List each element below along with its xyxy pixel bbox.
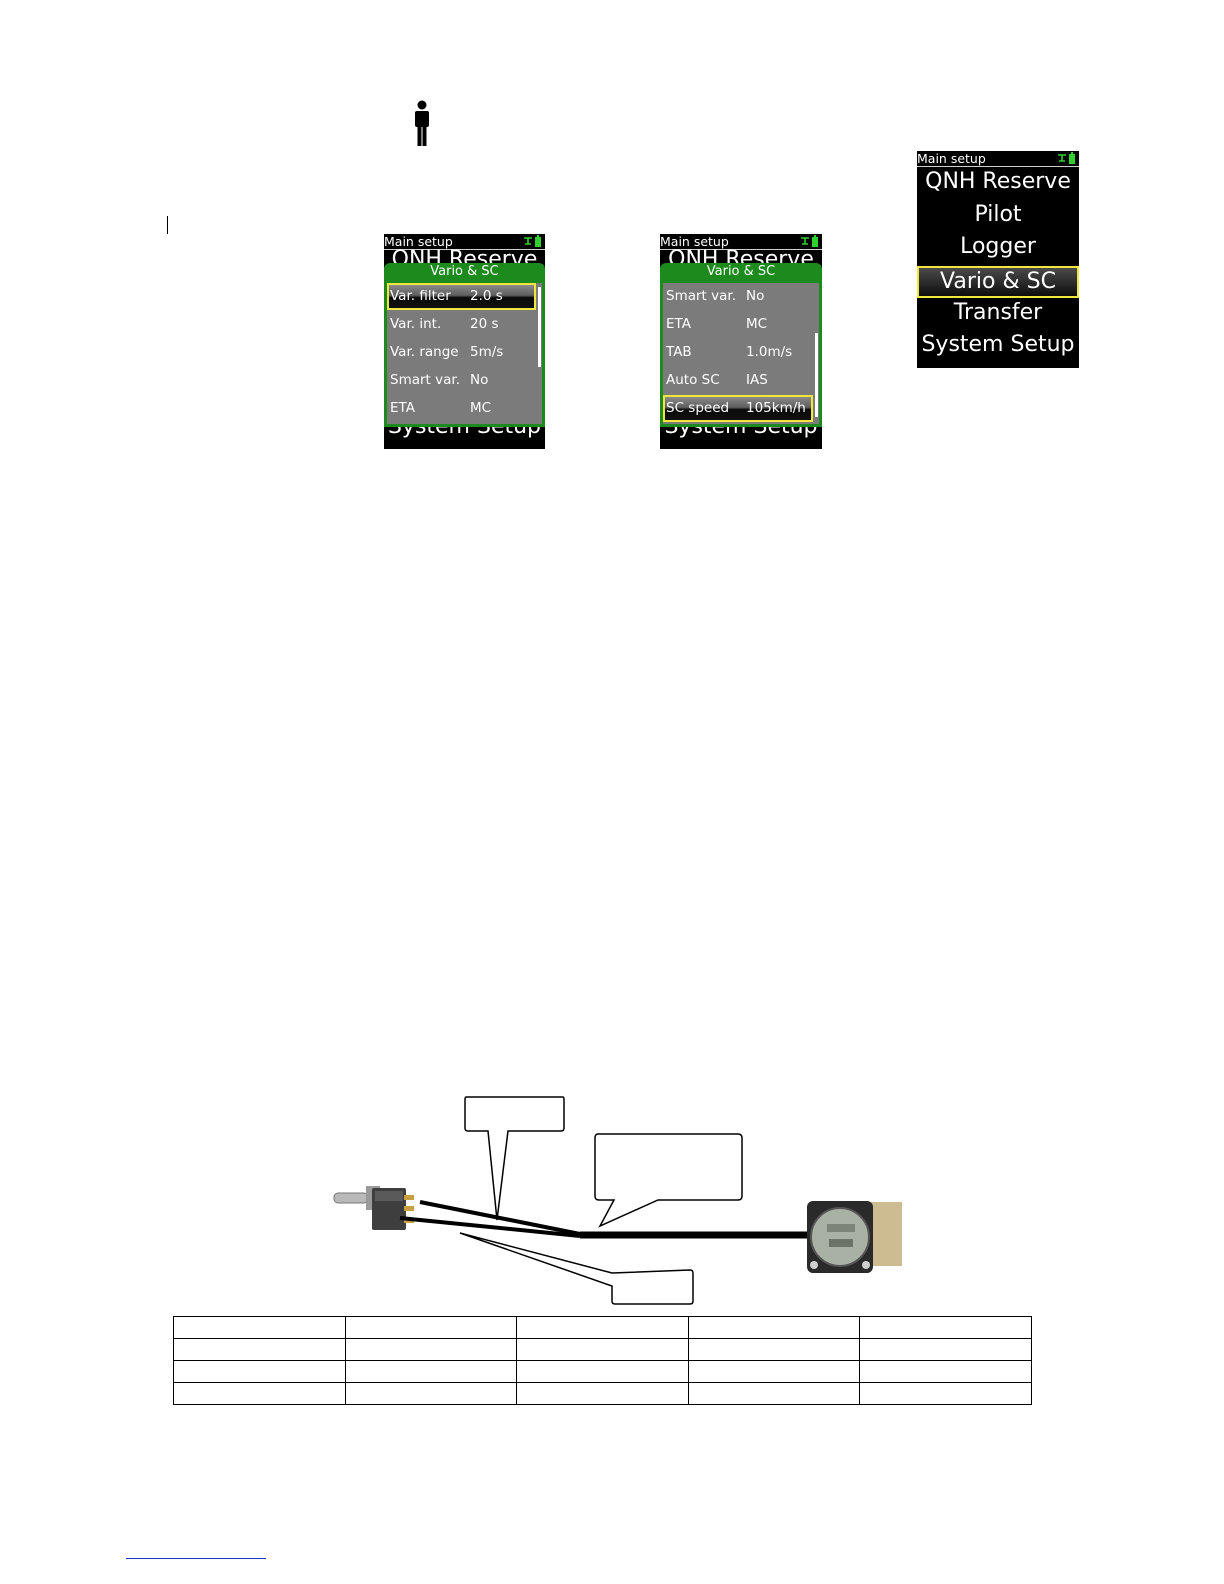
table-cell	[687, 1338, 861, 1361]
table-cell	[344, 1338, 518, 1361]
setting-row-sc-speed[interactable]: SC speed 105km/h	[663, 395, 813, 422]
status-bar: Main setup	[660, 234, 822, 250]
setting-value: No	[746, 288, 765, 304]
table-cell	[516, 1382, 689, 1405]
table-cell	[344, 1360, 518, 1383]
setting-label: Var. filter	[390, 288, 451, 304]
scrollbar[interactable]	[538, 287, 541, 367]
screen-title: Main setup	[384, 234, 453, 249]
menu-item-logger[interactable]: Logger	[960, 234, 1036, 259]
status-bar: Main setup	[384, 234, 545, 250]
setting-value: No	[470, 372, 489, 388]
screen-title: Main setup	[660, 234, 729, 249]
pilot-person-icon	[415, 100, 429, 146]
setting-label: TAB	[666, 344, 692, 360]
setting-label: Smart var.	[666, 288, 736, 304]
popup-list: Var. filter 2.0 s Var. int. 20 s Var. ra…	[387, 283, 542, 424]
setting-row-smart-var[interactable]: Smart var. No	[387, 367, 536, 394]
setting-label: Smart var.	[390, 372, 460, 388]
setting-value: MC	[470, 400, 492, 416]
table-cell	[173, 1360, 346, 1383]
setting-value: 5m/s	[470, 344, 504, 360]
table-cell	[173, 1338, 346, 1361]
vario-sc-popup: Vario & SC Var. filter 2.0 s Var. int. 2…	[384, 263, 545, 427]
wire	[399, 1216, 581, 1238]
setting-label: Var. int.	[390, 316, 442, 332]
setting-value: MC	[746, 316, 768, 332]
setting-row-var-range[interactable]: Var. range 5m/s	[387, 339, 536, 366]
table-cell	[344, 1316, 518, 1339]
device-screen-main-setup: Main setup QNH Reserve Pilot Logger Vari…	[917, 151, 1079, 368]
setting-row-var-filter[interactable]: Var. filter 2.0 s	[387, 283, 536, 310]
table-cell	[687, 1382, 861, 1405]
menu-item-vario-sc[interactable]: Vario & SC	[917, 266, 1079, 298]
table-cell	[859, 1382, 1032, 1405]
menu-item-pilot[interactable]: Pilot	[974, 202, 1022, 227]
table-row	[173, 1338, 1032, 1361]
glider-battery-icons	[801, 235, 818, 247]
table-cell	[516, 1338, 689, 1361]
glider-battery-icons	[524, 235, 541, 247]
glider-battery-icons	[1058, 152, 1075, 164]
vario-sc-popup: Vario & SC Smart var. No ETA MC TAB 1.0m…	[660, 263, 822, 427]
menu-item-qnh-reserve[interactable]: QNH Reserve	[925, 169, 1071, 194]
device-screen-vario-popup-left: Main setup QNH Reserve System Setup Vari…	[384, 234, 545, 449]
table-cell	[859, 1316, 1032, 1339]
callout-bubble	[464, 1096, 565, 1221]
footer-link[interactable]	[126, 1542, 266, 1559]
table-row	[173, 1360, 1032, 1383]
toggle-switch-icon	[333, 1186, 414, 1230]
popup-title: Vario & SC	[706, 264, 776, 279]
setting-value: IAS	[746, 372, 768, 388]
setting-label: ETA	[666, 316, 691, 332]
callout-bubble	[594, 1133, 743, 1228]
setting-label: Auto SC	[666, 372, 720, 388]
setting-value: 105km/h	[746, 400, 806, 416]
device-screen-vario-popup-right: Main setup QNH Reserve System Setup Vari…	[660, 234, 822, 449]
setting-label: Var. range	[390, 344, 459, 360]
popup-title: Vario & SC	[430, 264, 499, 279]
setting-label: SC speed	[666, 400, 730, 416]
setting-row-var-int[interactable]: Var. int. 20 s	[387, 311, 536, 338]
table-cell	[859, 1360, 1032, 1383]
table-cell	[516, 1360, 689, 1383]
setting-label: ETA	[390, 400, 415, 416]
wire	[419, 1200, 581, 1236]
setting-row-tab[interactable]: TAB 1.0m/s	[663, 339, 813, 366]
setting-value: 20 s	[470, 316, 499, 332]
vario-instrument-icon	[807, 1201, 902, 1273]
table-cell	[687, 1360, 861, 1383]
callout-bubble	[459, 1232, 694, 1305]
wiring-diagram	[333, 1096, 902, 1305]
popup-list: Smart var. No ETA MC TAB 1.0m/s Auto SC …	[663, 283, 819, 424]
table-cell	[687, 1316, 861, 1339]
setting-row-auto-sc[interactable]: Auto SC IAS	[663, 367, 813, 394]
scrollbar[interactable]	[815, 333, 818, 417]
text-cursor	[167, 216, 168, 234]
setting-value: 2.0 s	[470, 288, 503, 304]
setting-row-eta[interactable]: ETA MC	[387, 395, 536, 422]
table-cell	[173, 1382, 346, 1405]
table-row	[173, 1382, 1032, 1405]
table-row	[173, 1316, 1032, 1339]
setting-row-smart-var[interactable]: Smart var. No	[663, 283, 813, 310]
menu-item-transfer[interactable]: Transfer	[953, 300, 1043, 325]
menu-item-system-setup[interactable]: System Setup	[921, 332, 1075, 357]
screen-title: Main setup	[917, 151, 986, 166]
setting-row-eta[interactable]: ETA MC	[663, 311, 813, 338]
table-cell	[173, 1316, 346, 1339]
setting-value: 1.0m/s	[746, 344, 793, 360]
table-cell	[859, 1338, 1032, 1361]
data-table	[173, 1316, 1032, 1405]
table-cell	[516, 1316, 689, 1339]
table-cell	[344, 1382, 518, 1405]
status-bar: Main setup	[917, 151, 1079, 167]
